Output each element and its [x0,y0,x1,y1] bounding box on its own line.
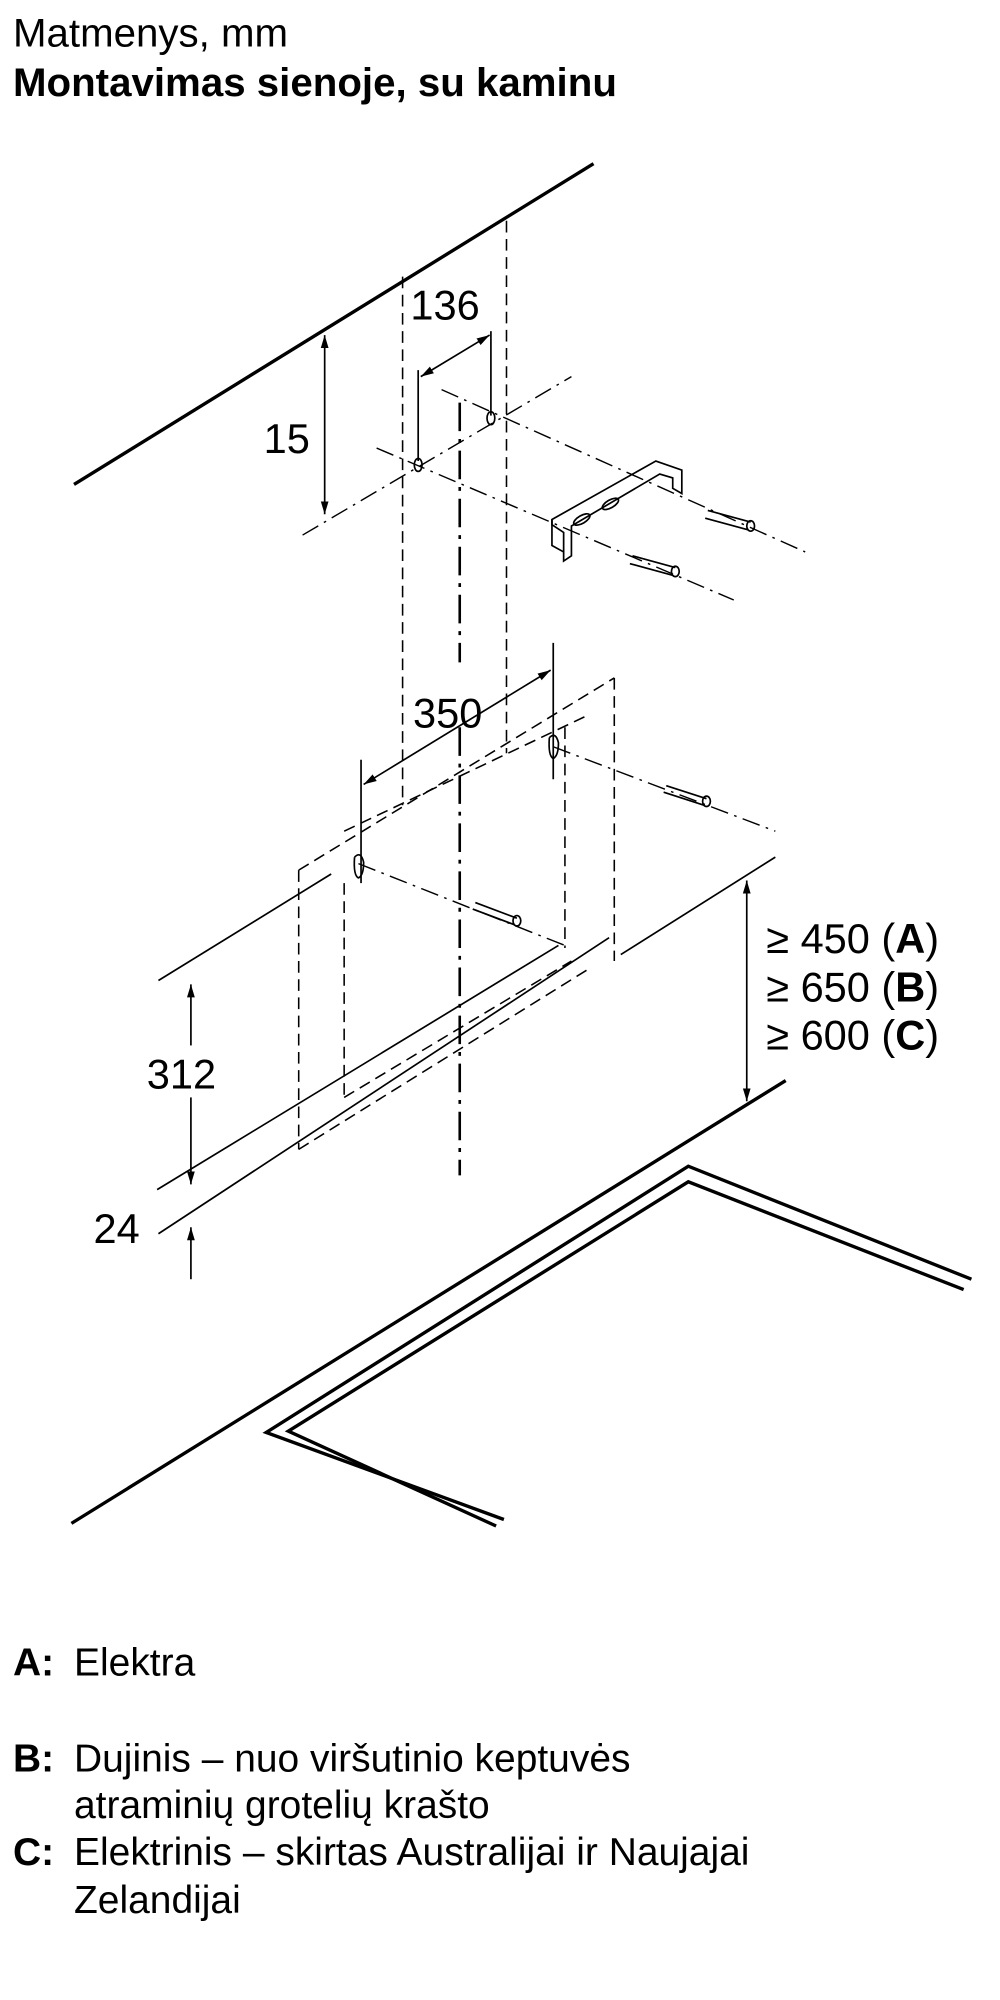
legend: A: Elektra B: Dujinis – nuo viršutinio k… [13,1641,749,1922]
screw-icon [704,509,756,533]
dim-312-label: 312 [147,1050,216,1097]
svg-text:C:: C: [13,1831,54,1874]
dim-136-arrow [420,334,491,378]
svg-text:≥ 650 (B): ≥ 650 (B) [766,963,939,1010]
svg-text:Elektra: Elektra [74,1641,196,1684]
svg-text:B:: B: [13,1737,54,1780]
dim-15-label: 15 [264,415,310,462]
screw-icon [663,784,712,808]
dim-24-label: 24 [94,1205,140,1252]
hook-icon [353,853,365,879]
wall-bracket-icon [551,460,683,563]
svg-text:≥ 450 (A): ≥ 450 (A) [766,915,939,962]
svg-text:Elektrinis – skirtas Australij: Elektrinis – skirtas Australijai ir Nauj… [74,1831,749,1874]
units-label: Matmenys, mm [13,11,288,56]
dim-136-label: 136 [410,281,479,328]
svg-text:≥ 600 (C): ≥ 600 (C) [766,1011,939,1058]
countertop-edge [70,1079,787,1525]
svg-text:Dujinis – nuo viršutinio keptu: Dujinis – nuo viršutinio keptuvės [74,1737,630,1780]
wall-line [73,162,595,486]
cooktop-icon [262,1164,973,1528]
hook-icon [548,734,560,760]
screw-icon [629,555,681,578]
page-title: Montavimas sienoje, su kaminu [13,60,617,105]
screw-icon [472,901,522,927]
svg-text:Zelandijai: Zelandijai [74,1879,241,1922]
clearance-labels: ≥ 450 (A) ≥ 650 (B) ≥ 600 (C) [766,915,939,1058]
dim-350-arrow [363,669,552,786]
drill-hole-icon [486,410,496,426]
svg-text:A:: A: [13,1641,54,1684]
drill-hole-icon [413,457,423,473]
svg-text:atraminių grotelių krašto: atraminių grotelių krašto [74,1784,490,1827]
dim-350-label: 350 [413,689,482,736]
